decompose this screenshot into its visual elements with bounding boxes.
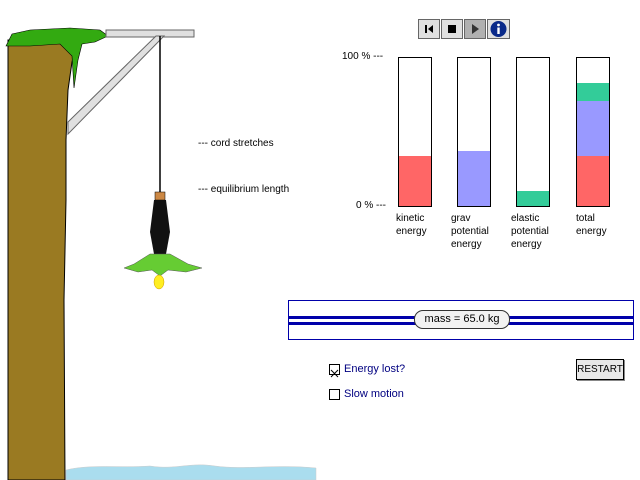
platform-strut (67, 35, 166, 136)
slow-motion-label[interactable]: Slow motion (344, 388, 404, 400)
mass-slider[interactable]: mass = 65.0 kg (288, 300, 634, 340)
stop-icon (448, 25, 456, 33)
stop-button[interactable] (441, 19, 463, 39)
axis-bottom-label: 0 % --- (356, 200, 386, 211)
kinetic-energy-label: kinetic energy (396, 213, 427, 237)
check-x-icon (330, 369, 339, 378)
total-energy-label: total energy (576, 213, 607, 237)
grav-potential-fill (458, 151, 490, 206)
restart-button[interactable]: RESTART (576, 359, 624, 380)
elastic-potential-energy-label: elastic potential energy (511, 213, 549, 250)
equilibrium-length-label: --- equilibrium length (198, 184, 290, 195)
grav-potential-energy-bar (457, 57, 491, 207)
kinetic-fill (577, 156, 609, 206)
energy-lost-label[interactable]: Energy lost? (344, 363, 406, 375)
play-button[interactable] (464, 19, 486, 39)
rewind-button[interactable] (418, 19, 440, 39)
elastic-potential-fill (577, 83, 609, 101)
total-energy-bar (576, 57, 610, 207)
info-icon (490, 21, 507, 37)
bungee-jumper (123, 191, 203, 290)
cliff-grass (5, 27, 109, 89)
info-button[interactable] (487, 19, 510, 39)
grav-potential-energy-label: grav potential energy (451, 213, 489, 250)
bungee-scene (5, 27, 317, 480)
energy-lost-checkbox[interactable] (329, 364, 340, 378)
kinetic-fill (399, 156, 431, 206)
elastic-potential-fill (517, 191, 549, 206)
cord-stretches-label: --- cord stretches (198, 138, 274, 149)
jump-platform (105, 29, 195, 38)
water (65, 464, 317, 480)
mass-slider-thumb[interactable]: mass = 65.0 kg (414, 310, 510, 329)
rewind-icon (425, 25, 433, 33)
elastic-potential-energy-bar (516, 57, 550, 207)
play-icon (472, 24, 479, 34)
kinetic-energy-bar (398, 57, 432, 207)
axis-top-label: 100 % --- (342, 51, 384, 62)
grav-potential-fill (577, 101, 609, 156)
cliff (7, 37, 79, 480)
slow-motion-checkbox[interactable] (329, 389, 340, 400)
